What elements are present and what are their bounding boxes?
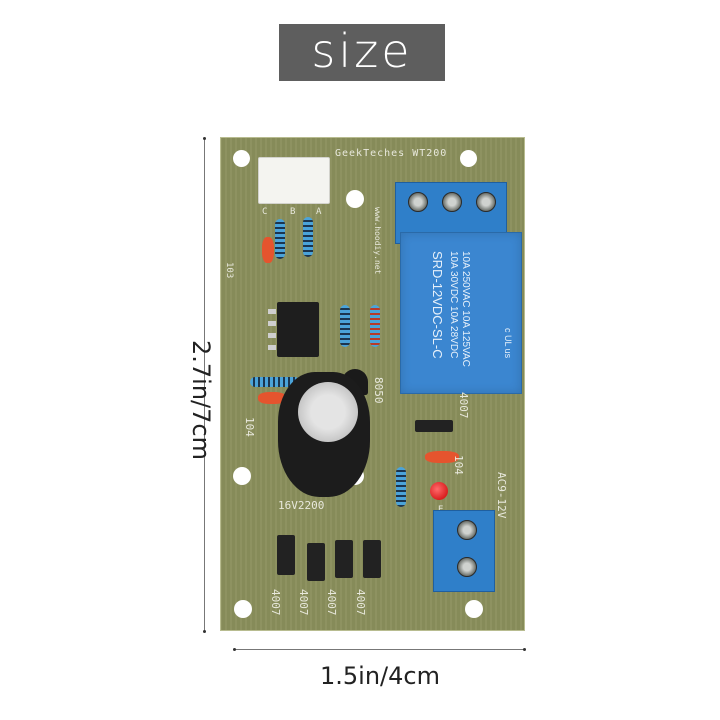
mount-hole-upper-mid bbox=[346, 190, 364, 208]
ceramic-capacitor-103 bbox=[262, 237, 274, 263]
ic-ne555 bbox=[277, 302, 319, 357]
resistor-r3 bbox=[340, 305, 350, 347]
height-dimension-label: 2.7in/7cm bbox=[187, 340, 215, 460]
label-diode-top: 4007 bbox=[457, 392, 470, 419]
resistor-r6 bbox=[396, 467, 406, 507]
power-screw-1[interactable] bbox=[457, 520, 477, 540]
ic-pin bbox=[268, 333, 276, 338]
ceramic-capacitor-104-left bbox=[258, 392, 286, 404]
label-16v2200: 16V2200 bbox=[278, 499, 325, 512]
mount-hole-bottom-left bbox=[234, 600, 252, 618]
power-screw-2[interactable] bbox=[457, 557, 477, 577]
website-text: www.hoodiy.net bbox=[373, 207, 382, 275]
title-banner: size bbox=[279, 24, 445, 81]
label-diode-2: 4007 bbox=[297, 589, 310, 616]
relay-cert: c UL us bbox=[503, 328, 513, 359]
bridge-diode-1 bbox=[277, 535, 295, 575]
label-diode-3: 4007 bbox=[325, 589, 338, 616]
terminal-screw-3[interactable] bbox=[476, 192, 496, 212]
diode-top bbox=[415, 420, 453, 432]
ic-pin bbox=[268, 321, 276, 326]
bridge-diode-4 bbox=[363, 540, 381, 578]
ic-pin bbox=[268, 309, 276, 314]
connector-pin-c: C bbox=[262, 207, 268, 217]
label-104-right: 104 bbox=[452, 455, 465, 475]
terminal-screw-2[interactable] bbox=[442, 192, 462, 212]
ic-pin bbox=[268, 345, 276, 350]
width-dimension-line bbox=[234, 649, 525, 650]
height-arrow-top-icon bbox=[203, 137, 206, 140]
resistor-r5 bbox=[250, 377, 300, 387]
mount-hole-bottom-right bbox=[465, 600, 483, 618]
width-dimension-label: 1.5in/4cm bbox=[320, 662, 440, 690]
width-arrow-left-icon bbox=[233, 648, 236, 651]
relay: 10A 250VAC 10A 125VAC 10A 30VDC 10A 28VD… bbox=[400, 232, 522, 394]
height-dimension-line bbox=[204, 138, 205, 632]
relay-rating-1: 10A 250VAC 10A 125VAC bbox=[460, 251, 471, 367]
mount-hole-top-left bbox=[233, 150, 250, 167]
relay-model: SRD-12VDC-SL-C bbox=[430, 251, 445, 359]
mount-hole-top-right bbox=[460, 150, 477, 167]
resistor-r2 bbox=[303, 217, 313, 257]
resistor-r1 bbox=[275, 219, 285, 259]
label-diode-4: 4007 bbox=[354, 589, 367, 616]
pcb-board: GeekTeches WT200 www.hoodiy.net C B A 10… bbox=[220, 137, 525, 631]
connector-pin-b: B bbox=[290, 207, 296, 217]
bridge-diode-3 bbox=[335, 540, 353, 578]
led-indicator bbox=[430, 482, 448, 500]
bridge-diode-2 bbox=[307, 543, 325, 581]
terminal-screw-1[interactable] bbox=[408, 192, 428, 212]
ceramic-capacitor-104-right bbox=[425, 451, 459, 463]
label-power: AC9-12V bbox=[495, 472, 508, 519]
resistor-r4 bbox=[370, 305, 380, 347]
connector-pin-a: A bbox=[316, 207, 322, 217]
label-8050: 8050 bbox=[372, 377, 385, 404]
sensor-connector bbox=[258, 157, 330, 204]
label-104-left: 104 bbox=[243, 417, 256, 437]
label-103: 103 bbox=[224, 262, 234, 279]
width-arrow-right-icon bbox=[523, 648, 526, 651]
electrolytic-capacitor-top bbox=[298, 382, 358, 442]
brand-text: GeekTeches WT200 bbox=[335, 148, 448, 159]
label-diode-1: 4007 bbox=[269, 589, 282, 616]
height-arrow-bottom-icon bbox=[203, 630, 206, 633]
title-text: size bbox=[311, 23, 413, 78]
relay-rating-2: 10A 30VDC 10A 28VDC bbox=[448, 251, 459, 359]
mount-hole-mid-left bbox=[233, 467, 251, 485]
